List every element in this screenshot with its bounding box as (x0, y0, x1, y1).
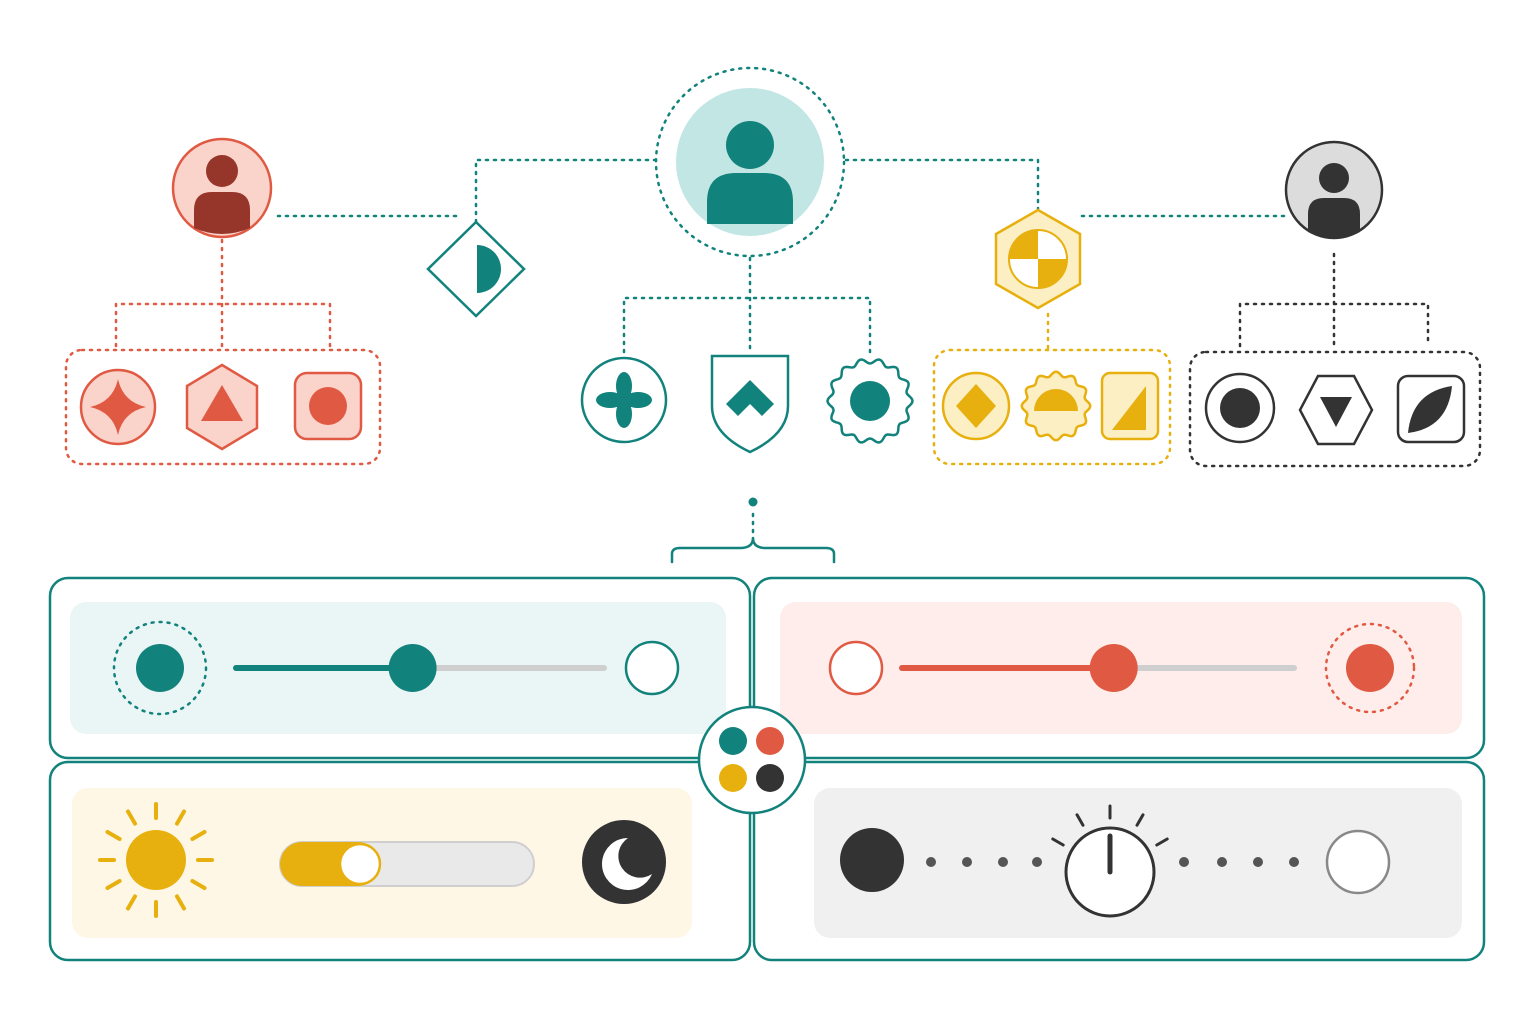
half-circle-diamond-icon[interactable] (426, 220, 526, 318)
teal-slider[interactable] (112, 620, 680, 716)
quartered-circle-hexagon-icon[interactable] (994, 208, 1082, 310)
circle-in-square-icon[interactable] (293, 371, 363, 441)
theme-toggle-switch[interactable] (279, 841, 535, 887)
four-point-star-icon[interactable] (79, 368, 157, 446)
user-icon (707, 121, 793, 224)
coral-icon-group (64, 348, 382, 466)
filled-circle-icon (840, 828, 904, 892)
coral-slider[interactable] (828, 622, 1416, 714)
user-icon (1308, 163, 1360, 238)
center-user-avatar[interactable] (654, 66, 846, 258)
connector-left-tree (114, 238, 332, 348)
triangle-in-hexagon-icon[interactable] (185, 363, 259, 451)
coral-slider-thumb[interactable] (1089, 644, 1138, 692)
right-user-avatar[interactable] (1284, 140, 1384, 240)
yellow-icon-group (932, 348, 1172, 466)
chevron-shield-icon[interactable] (710, 354, 790, 454)
filled-circle-icon (1346, 644, 1394, 692)
dial-knob-icon[interactable] (1051, 804, 1169, 918)
dial-dots-right (1179, 857, 1299, 867)
empty-circle-icon (1325, 829, 1391, 895)
filled-circle-icon (136, 644, 184, 692)
connector-right-tree (1238, 252, 1430, 348)
teal-slider-min-indicator (112, 620, 208, 716)
left-user-avatar[interactable] (171, 137, 273, 239)
triangle-in-hexagon-icon[interactable] (1298, 374, 1374, 446)
circle-in-circle-icon[interactable] (1204, 372, 1276, 444)
half-circle-badge-icon[interactable] (1020, 370, 1092, 442)
teal-slider-thumb[interactable] (388, 644, 437, 692)
theme-toggle-knob[interactable] (338, 842, 382, 886)
sun-icon (98, 802, 214, 918)
connector-dot (748, 497, 758, 507)
dial-dots-left (926, 857, 1042, 867)
circle-badge-icon[interactable] (826, 358, 914, 444)
palette-dots-icon[interactable] (697, 705, 807, 815)
user-icon (194, 155, 250, 234)
connector-center-right (844, 158, 1040, 214)
controls-brace (670, 537, 836, 564)
diamond-in-circle-icon[interactable] (941, 371, 1011, 441)
connector-lines (114, 158, 1430, 542)
triangle-in-square-icon[interactable] (1100, 371, 1160, 441)
teal-icon-group (580, 354, 914, 454)
leaf-in-square-icon[interactable] (1396, 374, 1466, 444)
coral-slider-max-indicator (1324, 622, 1416, 714)
empty-circle-icon (828, 640, 884, 696)
moon-icon (582, 820, 666, 904)
clover-icon[interactable] (580, 356, 668, 444)
dark-icon-group (1188, 350, 1482, 468)
empty-circle-icon (624, 640, 680, 696)
connector-center-tree (622, 256, 872, 354)
connector-center-left (474, 158, 658, 224)
dial-control[interactable] (840, 804, 1391, 918)
